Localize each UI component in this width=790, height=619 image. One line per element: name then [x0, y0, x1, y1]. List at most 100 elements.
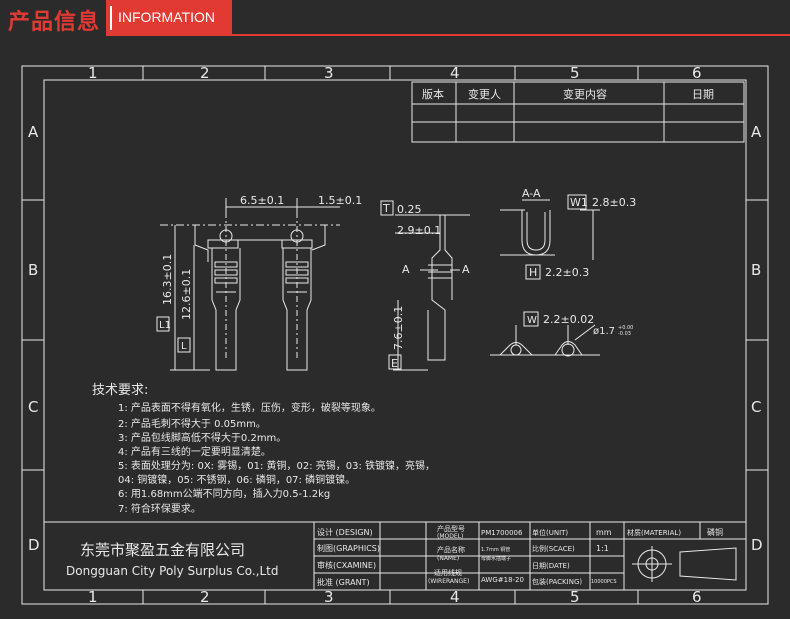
value-unit: mm: [596, 528, 612, 537]
company-name-cn: 东莞市聚盈五金有限公司: [80, 541, 245, 559]
dim-t-value: 0.25: [397, 203, 422, 216]
label-model: 产品型号: [437, 524, 465, 533]
value-name-line1: 1.7mm 铜管: [481, 546, 510, 553]
dim-l1-box: [156, 316, 170, 332]
row-label-a-right: A: [751, 123, 762, 141]
value-name-line2: 母脚水插端子: [481, 555, 511, 562]
row-label-d-left: D: [28, 536, 40, 554]
front-view-drawing: [160, 198, 340, 371]
dim-diameter-plus: +0.00: [618, 325, 633, 331]
row-label-b-right: B: [751, 261, 761, 279]
label-examine: 审核(CXAMINE): [317, 560, 376, 570]
label-name: 产品名称: [437, 545, 465, 554]
section-mark-left: A: [402, 263, 410, 276]
dim-diameter: ø1.7: [593, 326, 615, 337]
col-label-5-top: 5: [570, 64, 580, 82]
dim-h-tag: H: [529, 266, 537, 279]
header-title-en: INFORMATION: [118, 9, 215, 25]
label-graphics: 制图(GRAPHICS): [317, 543, 380, 553]
col-label-2-top: 2: [200, 64, 210, 82]
requirement-item-8: 7: 符合环保要求。: [118, 502, 201, 515]
dim-w1-box: [567, 194, 587, 210]
dim-h-value: 2.2±0.3: [545, 266, 589, 279]
dim-w1-value: 2.8±0.3: [592, 196, 636, 209]
section-label: A-A: [522, 187, 541, 200]
row-label-d-right: D: [751, 536, 763, 554]
label-grant: 批准 (GRANT): [317, 577, 370, 587]
column-ticks: [22, 66, 768, 604]
dim-w-tag: W: [527, 315, 537, 326]
col-label-6-top: 6: [692, 64, 702, 82]
section-aa-drawing: [500, 199, 600, 260]
dim-h-box: [525, 264, 541, 280]
header-title-cn: 产品信息: [8, 10, 101, 35]
section-mark-right: A: [462, 263, 470, 276]
label-model-en: (MODEL): [437, 533, 463, 540]
dim-l1-tag: L1: [159, 320, 171, 331]
dim-t-box: [380, 200, 394, 216]
label-wire: 适用线规: [434, 568, 462, 577]
label-scale: 比例(SCACE): [532, 544, 575, 553]
revision-header-version: 版本: [422, 87, 444, 101]
label-name-en: (NAME): [437, 555, 459, 562]
col-label-3-bottom: 3: [324, 588, 334, 606]
row-label-c-left: C: [28, 398, 38, 416]
dim-l-value: 12.6±0.1: [180, 269, 193, 320]
side-view-drawing: [393, 214, 470, 371]
revision-table: [411, 81, 745, 143]
requirement-item-2: 2: 产品毛刺不得大于 0.05mm。: [118, 417, 266, 430]
value-scale: 1:1: [596, 544, 609, 553]
page-header: 产品信息 INFORMATION: [0, 0, 790, 38]
dim-e-box: [388, 354, 402, 370]
col-label-5-bottom: 5: [570, 588, 580, 606]
revision-header-content: 变更内容: [563, 87, 607, 101]
label-design: 设计 (DESIGN): [317, 527, 373, 537]
contact-view-drawing: [490, 324, 600, 357]
row-label-c-right: C: [751, 398, 761, 416]
col-label-6-bottom: 6: [692, 588, 702, 606]
company-name-en: Dongguan City Poly Surplus Co.,Ltd: [66, 564, 278, 578]
revision-header-date: 日期: [692, 88, 714, 101]
label-date: 日期(DATE): [532, 562, 570, 570]
header-underline: [232, 34, 790, 36]
col-label-3-top: 3: [324, 64, 334, 82]
dim-diameter-minus: -0.03: [618, 331, 631, 337]
outer-frame: [21, 65, 769, 605]
col-label-4-bottom: 4: [450, 588, 460, 606]
label-unit: 单位(UNIT): [532, 528, 568, 537]
row-label-a-left: A: [28, 123, 39, 141]
row-label-b-left: B: [28, 261, 38, 279]
dim-e-value: 7.6±0.1: [392, 306, 405, 350]
requirement-item-6: 04: 铜镀镍，05: 不锈钢，06: 磷铜，07: 磷铜镀镍。: [118, 473, 355, 486]
title-block-frame: [43, 521, 747, 591]
dim-t-tag: T: [382, 202, 390, 215]
value-packing: 10000PCS: [591, 579, 617, 585]
dim-e-tag: E: [391, 357, 398, 370]
requirement-item-1: 1: 产品表面不得有氧化，生锈，压伤，变形，破裂等现象。: [118, 401, 381, 414]
value-material: 磷铜: [707, 527, 723, 537]
col-label-1-bottom: 1: [88, 588, 98, 606]
header-badge: [106, 0, 232, 36]
header-separator: [110, 6, 112, 30]
requirement-item-5: 5: 表面处理分为: 0X: 雾锡，01: 黄铜，02: 亮锡，03: 铁镀镍，…: [118, 459, 435, 472]
value-wire: AWG#18-20: [481, 576, 524, 584]
value-model: PM1700006: [481, 529, 523, 537]
col-label-1-top: 1: [88, 64, 98, 82]
requirement-item-4: 4: 产品有三线的一定要明显清楚。: [118, 445, 271, 458]
dim-hole: 1.5±0.1: [318, 194, 362, 207]
requirements-title: 技术要求:: [92, 383, 148, 398]
dim-pitch: 6.5±0.1: [240, 194, 284, 207]
label-material: 材质(MATERIAL): [627, 528, 681, 537]
dim-l-box: [177, 337, 191, 353]
dim-l-tag: L: [181, 341, 187, 352]
dim-l1-value: 16.3±0.1: [161, 254, 174, 305]
dim-w1-tag: W1: [570, 196, 588, 209]
col-label-4-top: 4: [450, 64, 460, 82]
dim-w-value: 2.2±0.02: [543, 313, 594, 326]
revision-header-changer: 变更人: [468, 87, 501, 101]
dim-side-width: 2.9±0.1: [397, 224, 441, 237]
label-wire-en: (WIRERANGE): [428, 578, 469, 585]
col-label-2-bottom: 2: [200, 588, 210, 606]
requirement-item-3: 3: 产品包线脚高低不得大于0.2mm。: [118, 431, 286, 444]
